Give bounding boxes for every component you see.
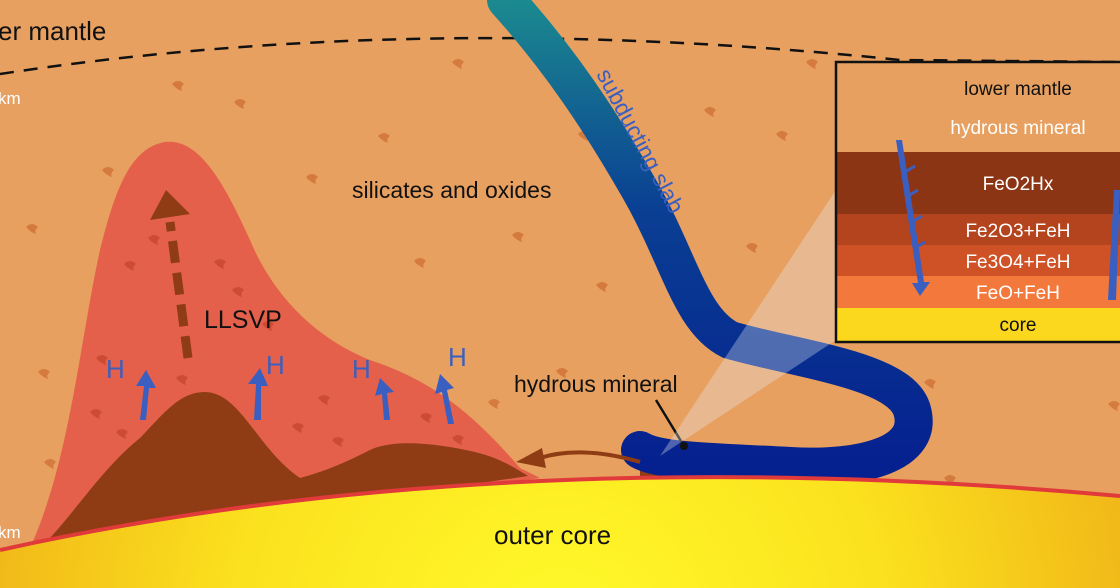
inset-label-feo2hx: FeO2Hx: [983, 174, 1054, 195]
inset-label-fe3o4: Fe3O4+FeH: [965, 252, 1070, 273]
h-up-arrow-2: [248, 368, 268, 420]
mantle-texture: [26, 59, 1120, 485]
depth-bottom-label: km: [0, 523, 21, 542]
core-mantle-boundary: [0, 475, 1120, 552]
h-label-1: H: [106, 354, 125, 384]
inset-label-hydrous: hydrous mineral: [950, 118, 1085, 139]
llsvp-pile: [40, 392, 528, 548]
zoom-cone: [660, 190, 836, 456]
inset-label-fe2o3: Fe2O3+FeH: [965, 221, 1070, 242]
depth-top-label: km: [0, 89, 21, 108]
inset-layer-feo2hx: [836, 152, 1120, 214]
hydrous-mineral-label: hydrous mineral: [514, 371, 678, 397]
mantle-boundary-dashed: [0, 36, 1120, 76]
inset-label-feo: FeO+FeH: [976, 283, 1060, 304]
lower-mantle-top-label: er mantle: [0, 16, 106, 46]
outer-core: [0, 477, 1120, 588]
h-up-arrow-4: [435, 374, 454, 424]
h-up-arrow-1: [136, 370, 156, 420]
pointer-dot: [680, 442, 688, 450]
silicates-label: silicates and oxides: [352, 177, 551, 203]
h-label-2: H: [266, 350, 285, 380]
layer-inset: lower mantle hydrous mineral FeO2Hx Fe2O…: [834, 60, 1120, 344]
inset-layer-fe2o3: [836, 214, 1120, 245]
dashed-up-arrow: [150, 190, 193, 359]
llsvp-label: LLSVP: [204, 306, 282, 334]
inset-label-lower-mantle: lower mantle: [964, 79, 1072, 100]
pointer-line: [654, 399, 686, 447]
inset-down-arrow: [896, 140, 930, 296]
inset-layer-fe3o4: [836, 245, 1120, 276]
inset-up-arrow: [1108, 190, 1120, 300]
h-label-3: H: [352, 354, 371, 384]
h-label-4: H: [448, 342, 467, 372]
outer-core-label: outer core: [494, 520, 611, 550]
subducting-slab: [487, 0, 933, 486]
inset-layer-feo: [836, 276, 1120, 308]
h-up-arrow-3: [375, 378, 394, 420]
inset-label-core: core: [1000, 315, 1037, 336]
leftward-arrow: [516, 448, 641, 468]
inset-layer-core: [836, 308, 1120, 342]
